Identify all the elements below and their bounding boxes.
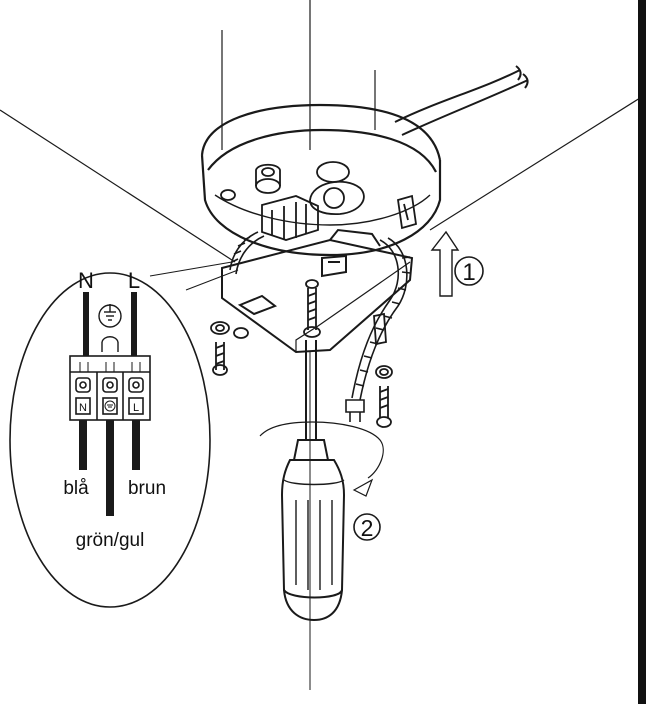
screwdriver bbox=[280, 340, 346, 690]
canopy-clip bbox=[373, 194, 418, 346]
ceiling-lines bbox=[0, 0, 641, 263]
right-edge-bar bbox=[638, 0, 646, 704]
neutral-letter: N bbox=[78, 268, 94, 293]
outgoing-wires bbox=[79, 420, 140, 516]
braided-wire-right bbox=[345, 237, 411, 422]
screw-left bbox=[210, 321, 249, 376]
block-label-l: L bbox=[133, 402, 139, 414]
mounting-bracket bbox=[221, 228, 414, 354]
step-1-marker: 1 bbox=[454, 256, 484, 286]
line-letter: L bbox=[128, 268, 140, 293]
canopy-terminal-block bbox=[261, 195, 319, 241]
step-2-label: 2 bbox=[361, 515, 374, 541]
up-arrow-icon bbox=[430, 230, 460, 297]
block-label-n: N bbox=[79, 402, 87, 414]
wiring-detail: N L N L blå brun grön/gul bbox=[9, 268, 211, 608]
canopy-screw-post bbox=[220, 163, 281, 201]
screw-right bbox=[375, 365, 393, 428]
block-earth-icon bbox=[104, 400, 116, 412]
terminal-clip bbox=[101, 336, 119, 352]
braided-wire-left bbox=[229, 231, 265, 275]
wire-label-earth: grön/gul bbox=[76, 530, 145, 551]
step-1-label: 1 bbox=[462, 259, 475, 286]
ceiling-canopy bbox=[200, 103, 442, 257]
earth-symbol-icon bbox=[98, 304, 122, 328]
wire-label-blue: blå bbox=[63, 478, 89, 499]
mains-cable bbox=[394, 65, 529, 136]
detail-leader-lines bbox=[149, 261, 239, 291]
center-screw bbox=[303, 279, 321, 338]
wire-label-brown: brun bbox=[128, 478, 166, 499]
terminal-block bbox=[69, 355, 151, 421]
cable-entry-holes bbox=[309, 161, 365, 215]
step-2-marker: 2 bbox=[353, 513, 381, 541]
rotation-arrow bbox=[259, 421, 384, 497]
incoming-wires bbox=[83, 292, 137, 358]
